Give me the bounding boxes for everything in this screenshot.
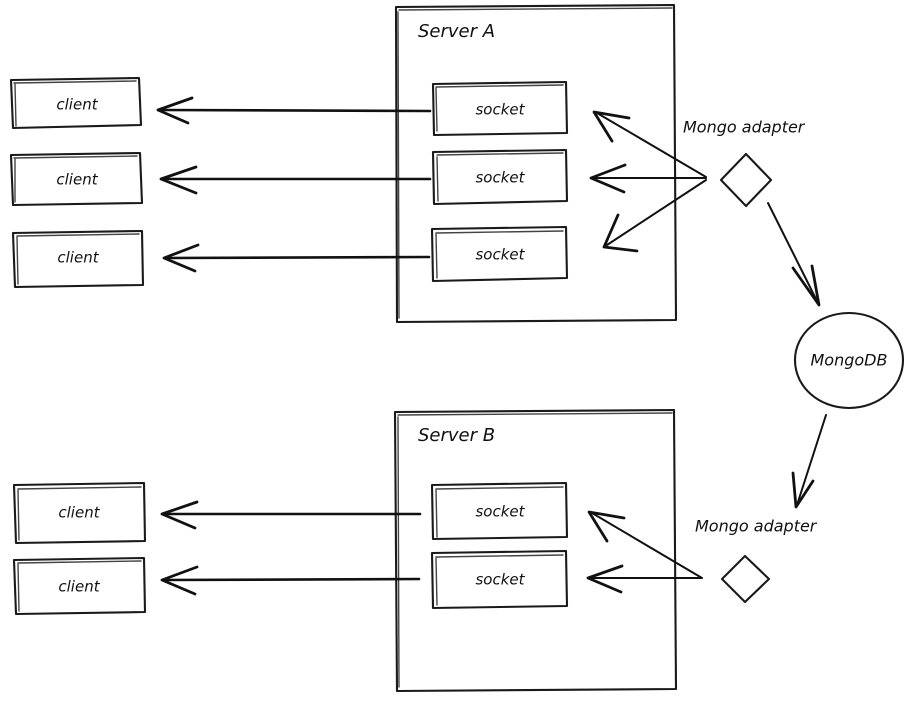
socket-label: socket	[475, 571, 525, 589]
mongo-adapter-b-group[interactable]: Mongo adapter	[695, 517, 818, 604]
client-box-3[interactable]: client	[11, 229, 145, 289]
socket-box[interactable]	[430, 549, 569, 610]
socket-box[interactable]	[431, 148, 569, 206]
socket-box[interactable]	[431, 80, 569, 137]
client-box[interactable]	[12, 481, 147, 545]
arrow-adapter-a-to-mongodb	[767, 202, 821, 307]
socket-box-sketch-overlay	[435, 84, 564, 132]
client-box-sketch-overlay	[13, 80, 137, 127]
client-box-5[interactable]: client	[12, 556, 147, 616]
server-b-title: Server B	[418, 425, 495, 446]
socket-box-sketch-overlay	[435, 486, 564, 538]
arrow-adapter-a-to-socket-a2	[589, 163, 707, 194]
server-b-socket-1[interactable]: socket	[430, 481, 569, 541]
socket-box-sketch-overlay	[436, 152, 564, 202]
socket-label: socket	[475, 246, 525, 264]
client-box-sketch-overlay	[17, 486, 142, 541]
server-a-title: Server A	[418, 21, 495, 42]
client-box-2[interactable]: client	[9, 151, 144, 207]
server-b-box-sketch-overlay	[397, 412, 673, 688]
mongo-adapter-a-diamond[interactable]	[719, 152, 773, 208]
client-label: client	[58, 578, 100, 596]
server-a-socket-2[interactable]: socket	[431, 148, 569, 206]
arrow-socket-b1-to-client-4	[160, 500, 422, 530]
client-label: client	[57, 249, 99, 267]
server-b-socket-2[interactable]: socket	[430, 549, 569, 610]
server-a-socket-3[interactable]: socket	[430, 225, 569, 283]
socket-box-sketch-overlay	[435, 230, 564, 279]
arrow-socket-a1-to-client-1	[156, 96, 432, 125]
client-box-sketch-overlay	[16, 233, 140, 285]
mongo-adapter-a-group[interactable]: Mongo adapter	[683, 118, 806, 208]
arrow-socket-a2-to-client-2	[159, 165, 432, 195]
socket-box[interactable]	[430, 225, 569, 283]
client-label: client	[58, 504, 100, 522]
client-box[interactable]	[9, 151, 144, 207]
mongodb-group[interactable]: MongoDB	[793, 311, 905, 410]
socket-box-sketch-overlay	[435, 554, 564, 606]
mongo-adapter-b-diamond[interactable]	[720, 554, 771, 604]
socket-box[interactable]	[430, 481, 569, 541]
arrow-socket-a3-to-client-3	[162, 243, 431, 273]
client-box[interactable]	[11, 229, 145, 289]
arrow-adapter-b-to-socket-b2	[586, 564, 702, 594]
mongo-adapter-a-label: Mongo adapter	[683, 118, 806, 137]
server-a-socket-1[interactable]: socket	[431, 80, 569, 137]
client-box-sketch-overlay	[17, 560, 142, 612]
arrow-mongodb-to-adapter-b	[791, 414, 827, 509]
arrow-socket-b2-to-client-5	[160, 565, 421, 596]
arrow-adapter-a-to-socket-a3	[602, 179, 707, 253]
client-box[interactable]	[9, 76, 143, 130]
client-label: client	[56, 171, 98, 189]
mongodb-label: MongoDB	[811, 351, 888, 370]
client-box-1[interactable]: client	[9, 76, 143, 130]
client-box[interactable]	[12, 556, 147, 616]
client-label: client	[56, 96, 98, 114]
client-box-4[interactable]: client	[12, 481, 147, 545]
arrow-adapter-b-to-socket-b1	[587, 510, 703, 579]
socket-label: socket	[475, 101, 525, 119]
server-a-box-sketch-overlay	[397, 7, 673, 319]
mongo-adapter-b-label: Mongo adapter	[695, 517, 818, 536]
mongodb-circle[interactable]	[793, 311, 905, 410]
client-box-sketch-overlay	[13, 155, 138, 203]
socket-label: socket	[475, 169, 525, 187]
arrow-adapter-a-to-socket-a1	[592, 110, 707, 178]
socket-label: socket	[475, 503, 525, 521]
